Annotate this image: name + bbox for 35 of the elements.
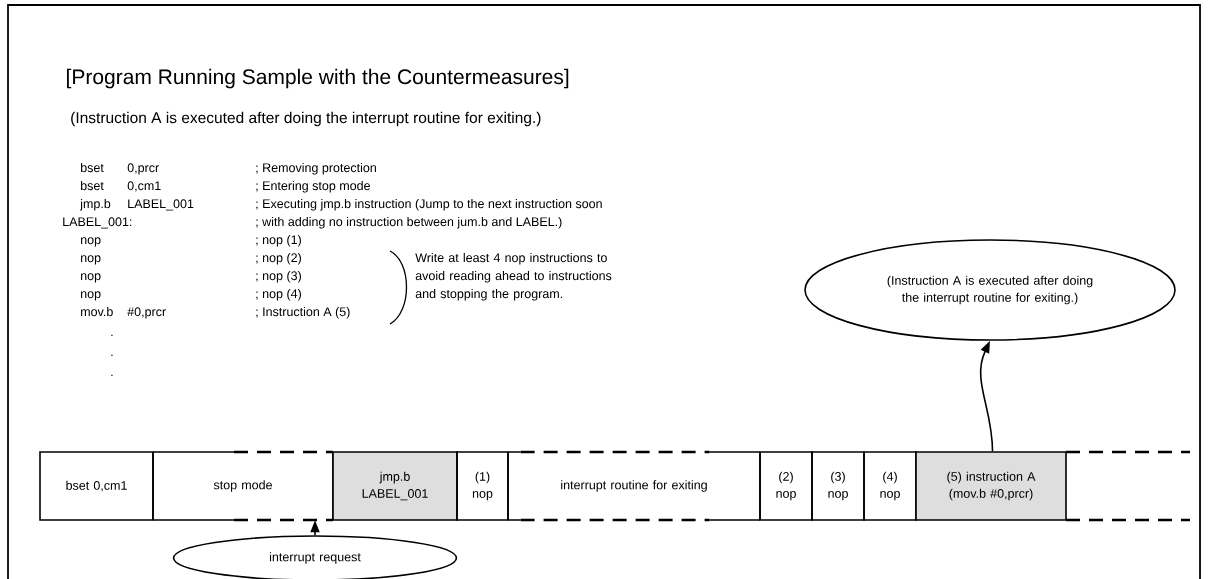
timeline-box: interrupt routine for exiting <box>507 450 761 522</box>
code-text: jmp.b <box>79 198 111 211</box>
ellipsis-dot: . <box>111 334 113 336</box>
code-text: 0,cm1 <box>127 181 161 192</box>
code-text: nop <box>81 273 101 283</box>
ellipsis-dot: . <box>111 354 113 356</box>
code-text: nop <box>81 291 101 301</box>
subtitle: (Instruction A is executed after doing the interrupt routine for exiting.) <box>71 111 541 127</box>
code-text: nop <box>81 237 101 247</box>
code-text: ; nop (4) <box>256 288 301 301</box>
code-text: ; Executing jmp.b instruction (Jump to the next instruction soon <box>256 198 602 211</box>
code-text: ; nop (3) <box>256 270 301 283</box>
code-text: ; with adding no instruction between jum.b and LABEL.) <box>256 216 562 229</box>
code-text: 0,prcr <box>127 163 159 175</box>
code-text: ; Instruction A (5) <box>256 306 350 319</box>
timeline-box: (1) nop <box>456 451 509 521</box>
code-text: mov.b <box>81 306 113 317</box>
timeline-box: bset 0,cm1 <box>39 451 154 521</box>
code-text: #0,prcr <box>127 307 166 319</box>
code-text: LABEL_001: <box>63 217 132 229</box>
heading: [Program Running Sample with the Countermeasures] <box>67 68 569 89</box>
code-text: LABEL_001 <box>128 199 194 211</box>
code-text: ; nop (1) <box>256 234 301 247</box>
code-text: nop <box>81 255 101 265</box>
code-text: ; Entering stop mode <box>256 180 370 193</box>
timeline-box: (5) instruction A (mov.b #0,prcr) <box>915 451 1067 521</box>
ellipsis-dot: . <box>111 374 113 376</box>
timeline-box: (3) nop <box>811 451 865 521</box>
code-text: bset <box>81 162 104 173</box>
timeline-box: (2) nop <box>759 451 813 521</box>
note-text: Write at least 4 nop instructions to avoid reading ahead to instructions and stopping the program. <box>415 252 612 301</box>
code-text: ; Removing protection <box>256 162 376 175</box>
code-text: ; nop (2) <box>256 252 301 265</box>
code-text: bset <box>81 180 104 191</box>
timeline-box: jmp.b LABEL_001 <box>332 451 458 521</box>
